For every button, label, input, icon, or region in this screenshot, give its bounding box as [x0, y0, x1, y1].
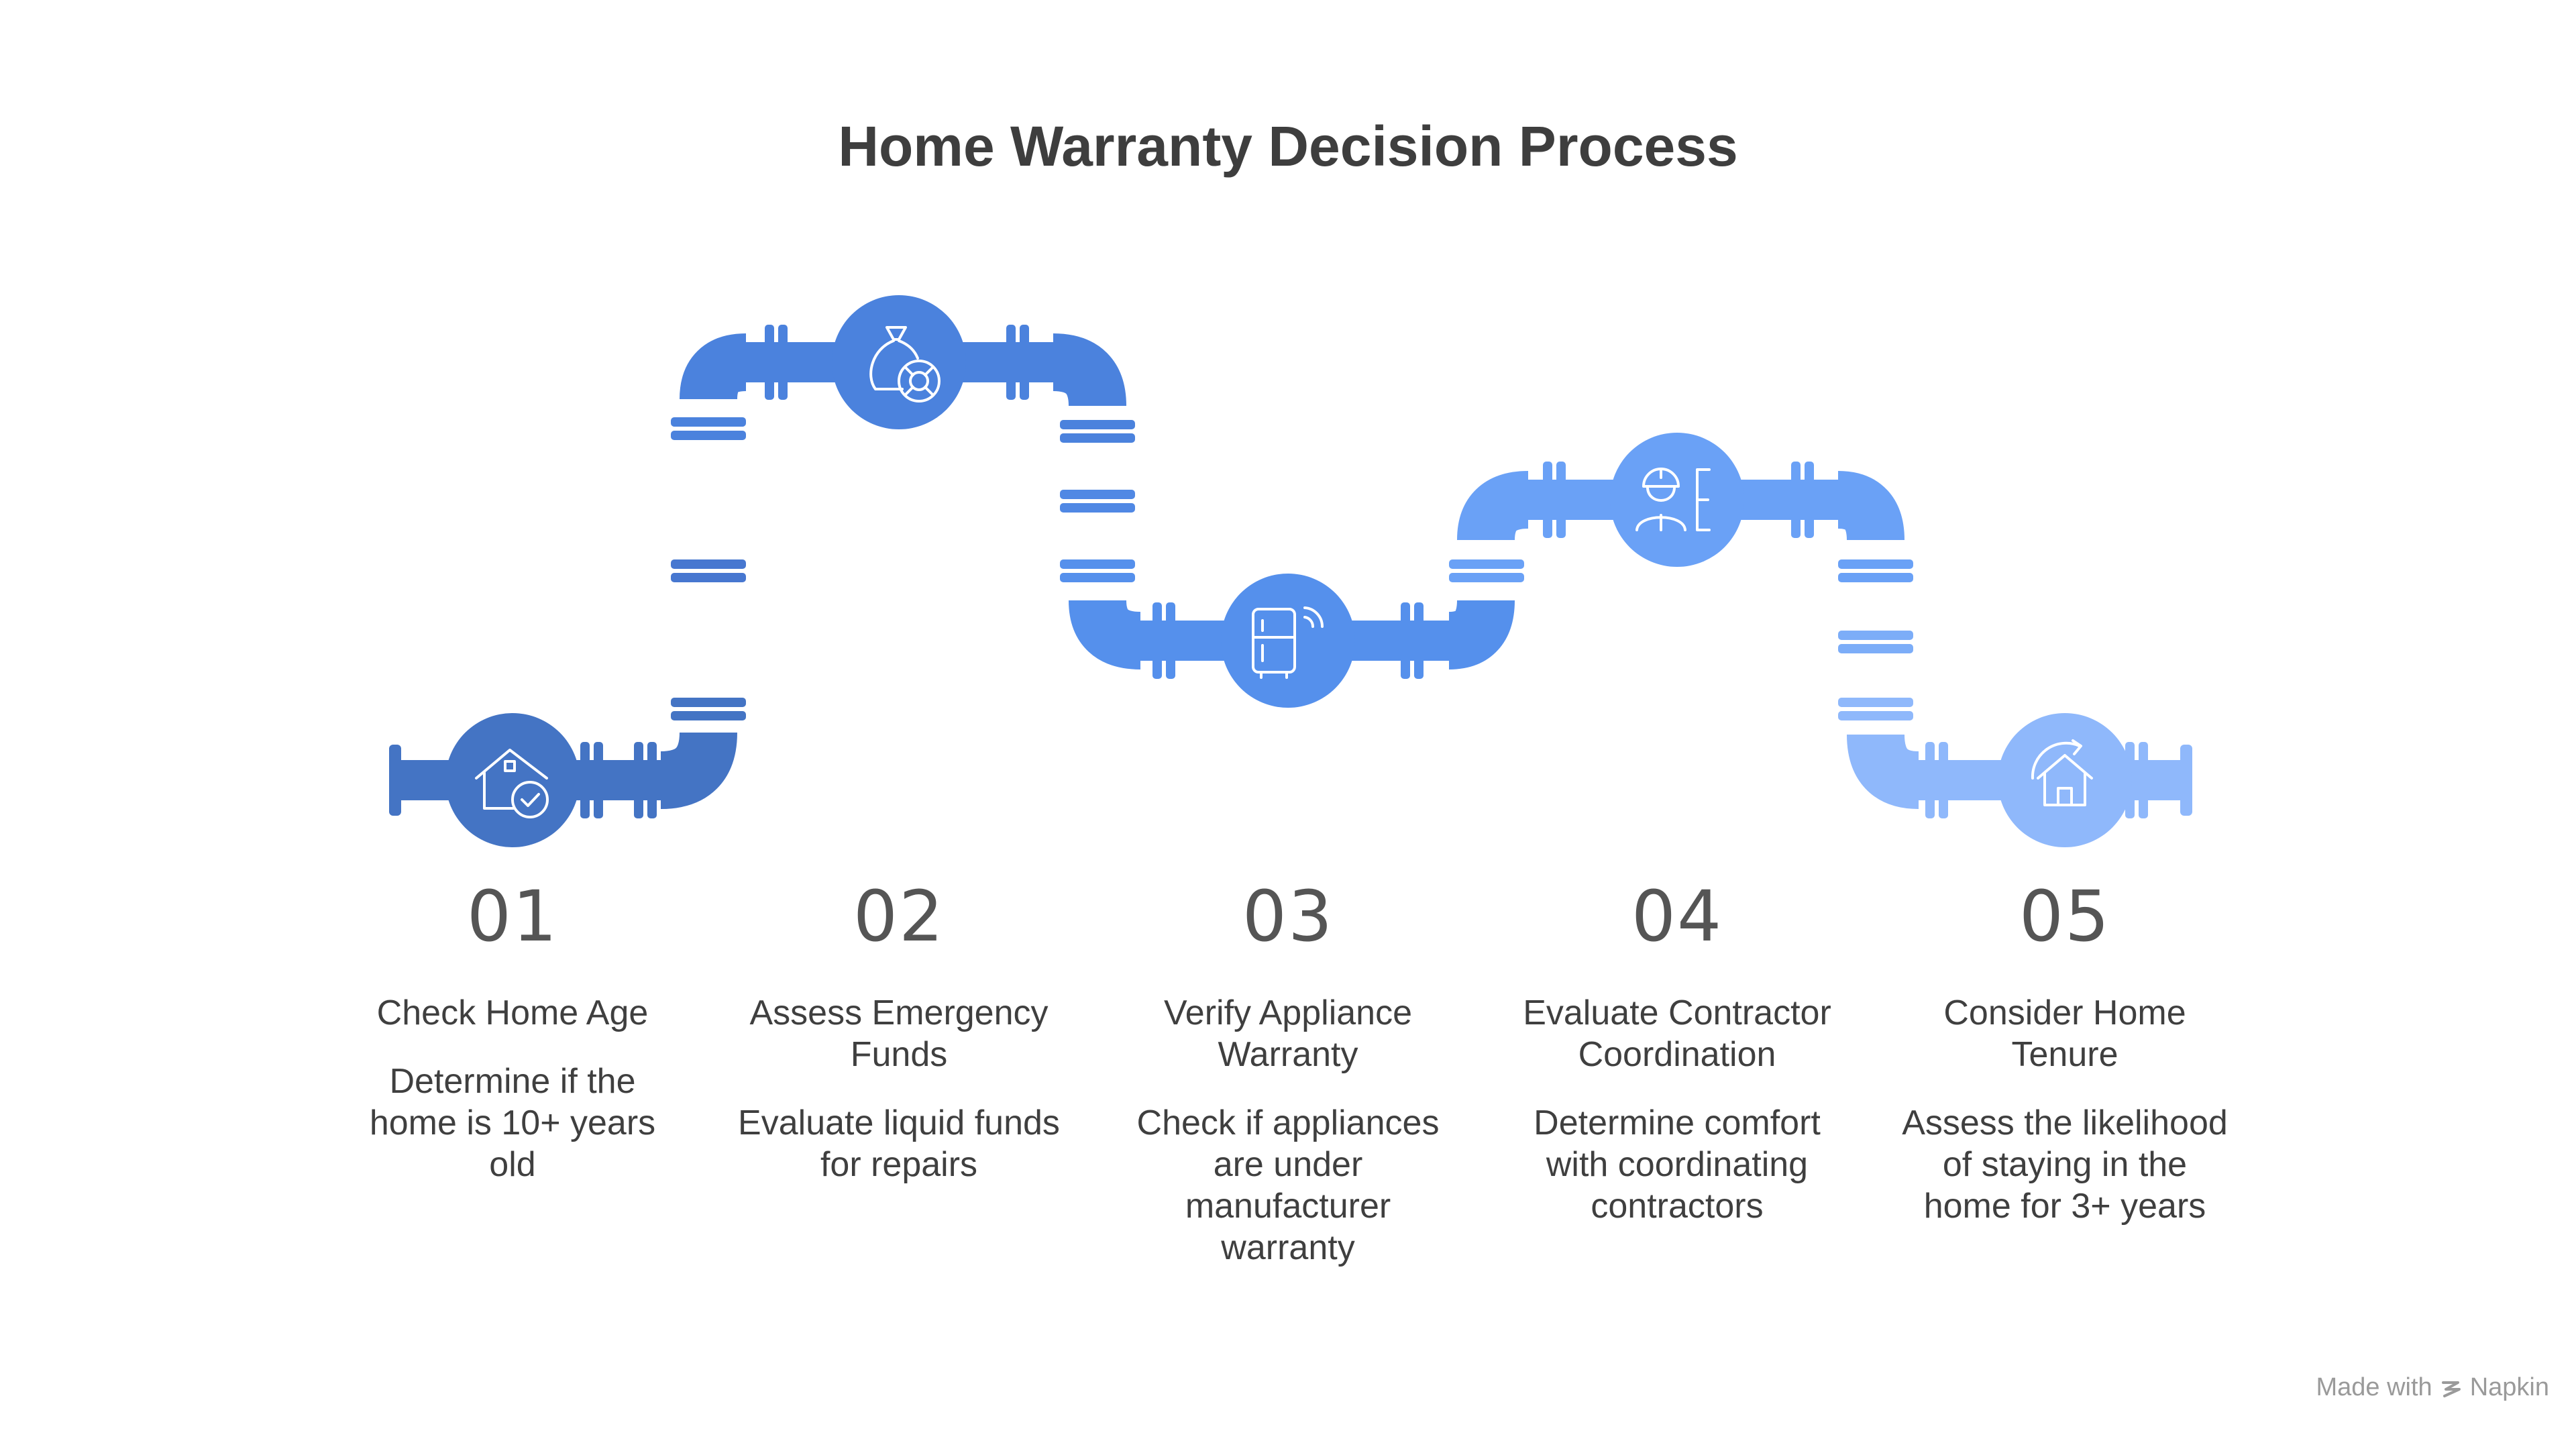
house-return-icon [2031, 739, 2093, 806]
step-number: 03 [1242, 875, 1334, 957]
step-node-4 [1610, 433, 1744, 567]
pipe-segment-3 [1288, 471, 1851, 669]
step-label: Verify Appliance Warranty [1163, 994, 1413, 1074]
step-label: Check Home Age [376, 994, 649, 1032]
step-node-2 [832, 295, 966, 429]
step-number: 04 [1631, 875, 1723, 957]
step-node-5 [1998, 713, 2132, 847]
step-label: Evaluate Contractor Coordination [1523, 994, 1831, 1074]
step-node-1 [445, 713, 580, 847]
step-description: Determine comfort with coordinating cont… [1534, 1104, 1821, 1226]
step-number: 02 [853, 875, 945, 957]
step-5: 05 Consider Home Tenure Assess the likel… [1897, 875, 2233, 1227]
step-description: Determine if the home is 10+ years old [369, 1062, 656, 1184]
pipe-segment-2 [912, 333, 1462, 669]
pipe-flanges [580, 325, 2148, 818]
napkin-brand-name: Napkin [2469, 1373, 2549, 1401]
money-bag-lifebuoy-icon [869, 326, 941, 402]
step-description: Assess the likelihood of staying in the … [1902, 1104, 2228, 1226]
step-3: 03 Verify Appliance Warranty Check if ap… [1120, 875, 1456, 1269]
step-number: 01 [466, 875, 559, 957]
step-4: 04 Evaluate Contractor Coordination Dete… [1509, 875, 1845, 1227]
page-title: Home Warranty Decision Process [838, 115, 1738, 178]
made-with-label: Made with [2316, 1373, 2432, 1401]
step-description: Evaluate liquid funds for repairs [738, 1104, 1060, 1184]
smart-fridge-icon [1252, 606, 1324, 679]
pipe-end-cap-right [2180, 745, 2192, 816]
made-with-napkin-badge[interactable]: Made with Napkin [2316, 1373, 2550, 1402]
pipe-end-cap-left [389, 745, 401, 816]
step-description: Check if appliances are under manufactur… [1136, 1104, 1440, 1267]
step-label: Assess Emergency Funds [749, 994, 1049, 1074]
step-node-3 [1221, 574, 1355, 708]
step-number: 05 [2019, 875, 2111, 957]
napkin-logo-icon [2441, 1381, 2461, 1397]
house-check-icon [475, 749, 549, 818]
step-label: Consider Home Tenure [1943, 994, 2186, 1074]
step-1: 01 Check Home Age Determine if the home … [345, 875, 680, 1185]
contractor-worker-icon [1635, 468, 1711, 531]
step-2: 02 Assess Emergency Funds Evaluate liqui… [731, 875, 1067, 1185]
